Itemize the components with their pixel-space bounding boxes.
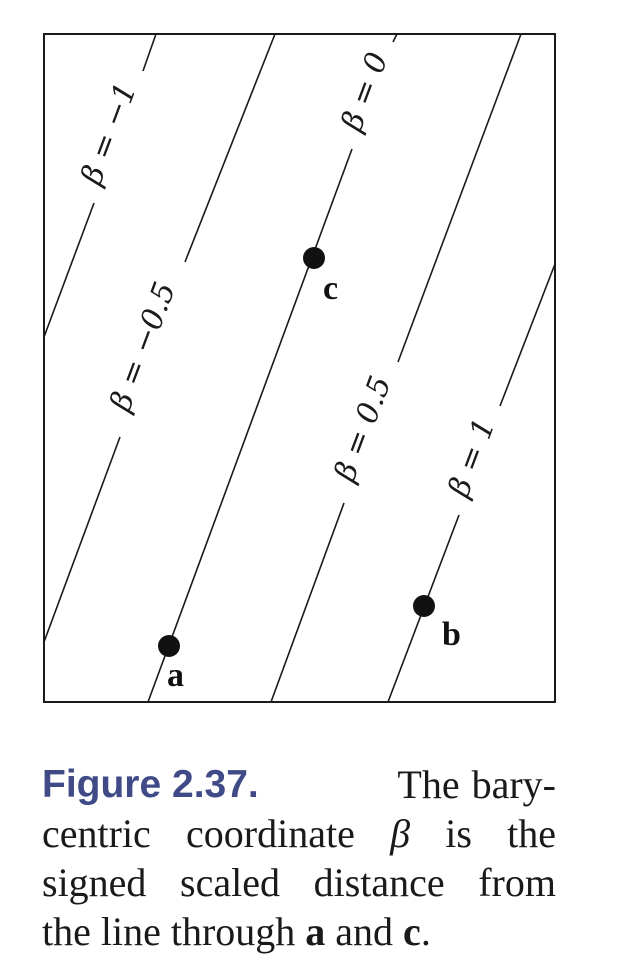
caption-line-4: the line through a and c. [42,907,556,956]
isoline-label-beta-0: β = 0 [334,48,395,137]
caption-line-3: signed scaled distance from [42,858,556,907]
isoline-label-beta-minus-0.5: β = −0.5 [103,278,183,417]
caption-word: signed [42,860,147,905]
point-a [158,635,180,657]
barycentric-diagram: β = −1 β = −0.5 β = 0 β = 0.5 β = 1 a b … [43,33,556,703]
caption-word: The [397,762,460,807]
isoline-beta-0.5 [270,33,522,703]
point-b [413,595,435,617]
caption-word: is [445,811,472,856]
caption-bold-c: c [403,909,421,954]
caption-text: the line through [42,909,306,954]
caption-period: . [420,909,431,954]
caption-word: centric [42,811,151,856]
point-c [303,247,325,269]
point-label-b: b [442,616,461,653]
caption-word: bary- [471,762,556,807]
caption-word: scaled [180,860,280,905]
point-label-a: a [167,657,184,694]
isoline-label-beta-minus-1: β = −1 [74,78,144,190]
point-label-c: c [323,270,338,307]
caption-word: coordinate [186,811,355,856]
isoline-label-beta-0.5: β = 0.5 [327,371,398,487]
caption-beta-symbol: β [390,811,410,856]
isoline-label-beta-1: β = 1 [441,414,502,503]
diagram-frame [43,33,556,703]
isoline-beta-minus-1 [43,33,157,338]
caption-line-1: Figure 2.37. The bary- [42,760,556,809]
figure-number: Figure 2.37. [42,763,259,806]
caption-text: and [325,909,404,954]
isoline-beta-minus-0.5 [43,33,276,643]
isoline-beta-0 [147,33,398,703]
caption-bold-a: a [305,909,326,954]
caption-word: distance [313,860,445,905]
caption-word: from [478,860,556,905]
caption-line-2: centric coordinate β is the [42,809,556,858]
caption-word: the [507,811,556,856]
figure-caption: Figure 2.37. The bary- centric coordinat… [42,760,556,956]
